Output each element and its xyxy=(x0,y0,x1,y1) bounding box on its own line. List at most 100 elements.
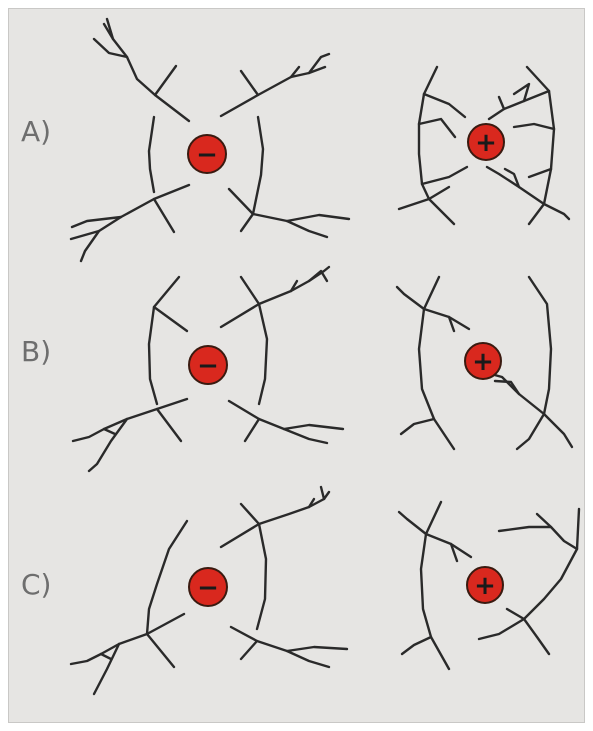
chain-right-a-2 xyxy=(422,92,467,119)
chain-left-a-9 xyxy=(69,229,101,241)
chain-left-a-14 xyxy=(289,65,301,79)
chain-left-b-12 xyxy=(227,399,329,445)
row-a-left-chains xyxy=(69,17,351,263)
chain-left-b-1 xyxy=(152,275,189,333)
chain-right-a-11 xyxy=(512,122,556,131)
chain-left-b-11 xyxy=(307,269,329,283)
chain-left-a-16 xyxy=(239,212,255,233)
chain-left-c-10 xyxy=(319,485,326,501)
chain-left-a-4 xyxy=(92,37,129,59)
chain-left-a-15 xyxy=(227,187,329,239)
ion-right-b: + xyxy=(464,342,502,380)
ion-sign-left-c: − xyxy=(197,573,219,603)
chain-right-a-6 xyxy=(427,185,451,201)
cation-circle-c xyxy=(466,566,504,604)
chain-right-c-4 xyxy=(449,542,459,563)
chain-left-c-12 xyxy=(239,639,259,661)
cation-circle-b xyxy=(464,342,502,380)
ion-sign-right-a: + xyxy=(475,128,497,158)
chain-left-c-3 xyxy=(69,632,149,666)
row-a: A) − xyxy=(21,17,571,263)
chain-left-a-2 xyxy=(153,64,191,123)
ion-right-a: + xyxy=(467,123,505,161)
chain-left-b-2 xyxy=(147,305,159,406)
cation-circle-a xyxy=(467,123,505,161)
row-label-b: B) xyxy=(21,335,51,368)
chain-right-c-1 xyxy=(419,500,451,671)
chain-left-a-6 xyxy=(152,183,191,234)
chain-left-b-14 xyxy=(282,423,345,431)
chain-right-b-8 xyxy=(515,412,546,451)
chain-right-b-5 xyxy=(399,417,436,436)
ion-right-c: + xyxy=(466,566,504,604)
chain-right-a-14 xyxy=(503,167,521,189)
chain-right-b-6 xyxy=(527,275,553,416)
chain-left-a-13 xyxy=(307,65,327,75)
chain-right-b-3 xyxy=(422,307,471,331)
chain-right-c-10 xyxy=(505,607,526,621)
chain-left-a-1 xyxy=(147,115,156,194)
row-c-left-chains xyxy=(69,485,349,696)
ion-left-a: − xyxy=(187,134,227,174)
row-label-a: A) xyxy=(21,115,51,148)
chain-left-b-7 xyxy=(219,275,261,329)
chain-right-b-9 xyxy=(489,372,546,416)
row-c: C) − xyxy=(21,485,581,696)
chain-right-a-15 xyxy=(527,167,553,179)
chain-left-b-6 xyxy=(102,427,117,436)
chain-left-c-6 xyxy=(219,502,261,549)
chain-left-c-2 xyxy=(145,612,186,669)
chain-left-a-17 xyxy=(285,213,351,223)
chain-left-a-5 xyxy=(105,17,115,41)
row-b: B) − xyxy=(21,265,574,473)
anion-circle-a xyxy=(187,134,227,174)
row-c-right-chains xyxy=(397,500,581,671)
row-b-right-chains xyxy=(395,275,574,451)
chain-right-a-10 xyxy=(497,95,506,111)
chain-right-c-2 xyxy=(397,510,428,536)
anion-circle-b xyxy=(188,345,228,385)
chain-right-a-7 xyxy=(525,65,556,226)
chain-right-c-3 xyxy=(424,532,473,559)
chain-left-a-8 xyxy=(70,215,123,229)
chain-right-a-5 xyxy=(397,197,431,211)
row-b-left-chains xyxy=(71,265,345,473)
chain-right-a-4 xyxy=(420,165,469,186)
chain-left-c-4 xyxy=(92,642,121,696)
anion-circle-c xyxy=(188,567,228,607)
chain-left-b-13 xyxy=(243,417,261,443)
chain-right-c-5 xyxy=(400,635,433,656)
chain-left-c-9 xyxy=(307,497,316,509)
chain-left-a-10 xyxy=(251,115,265,216)
chain-left-c-13 xyxy=(285,645,349,653)
chain-left-a-11 xyxy=(219,69,260,118)
chain-right-b-7 xyxy=(542,412,574,449)
chain-left-b-3 xyxy=(155,397,189,443)
ion-sign-right-b: + xyxy=(472,347,494,377)
row-a-right-chains xyxy=(397,65,571,226)
chain-right-a-13 xyxy=(485,165,546,206)
ion-sign-right-c: + xyxy=(474,571,496,601)
chain-right-b-10 xyxy=(493,379,521,396)
chain-right-b-4 xyxy=(447,315,456,333)
chain-left-a-7 xyxy=(79,197,156,263)
chain-right-c-7 xyxy=(497,525,579,551)
chain-right-a-9 xyxy=(512,82,531,103)
chain-left-c-1 xyxy=(145,519,189,636)
ion-left-c: − xyxy=(188,567,228,607)
chain-right-c-8 xyxy=(535,512,553,529)
ion-sign-left-b: − xyxy=(197,351,219,381)
chain-left-c-5 xyxy=(99,652,113,661)
chain-right-b-2 xyxy=(395,285,426,311)
chain-left-b-10 xyxy=(289,279,299,293)
chain-right-b-1 xyxy=(417,275,456,451)
chain-left-b-5 xyxy=(87,417,129,473)
ion-sign-left-a: − xyxy=(196,140,218,170)
row-label-c: C) xyxy=(21,568,51,601)
ion-left-b: − xyxy=(188,345,228,385)
diagram-panel: A) − xyxy=(8,8,585,723)
chain-right-a-12 xyxy=(542,202,571,221)
chain-left-c-7 xyxy=(255,522,268,631)
diagram-canvas: A) − xyxy=(21,17,581,696)
chain-left-c-8 xyxy=(257,490,331,526)
